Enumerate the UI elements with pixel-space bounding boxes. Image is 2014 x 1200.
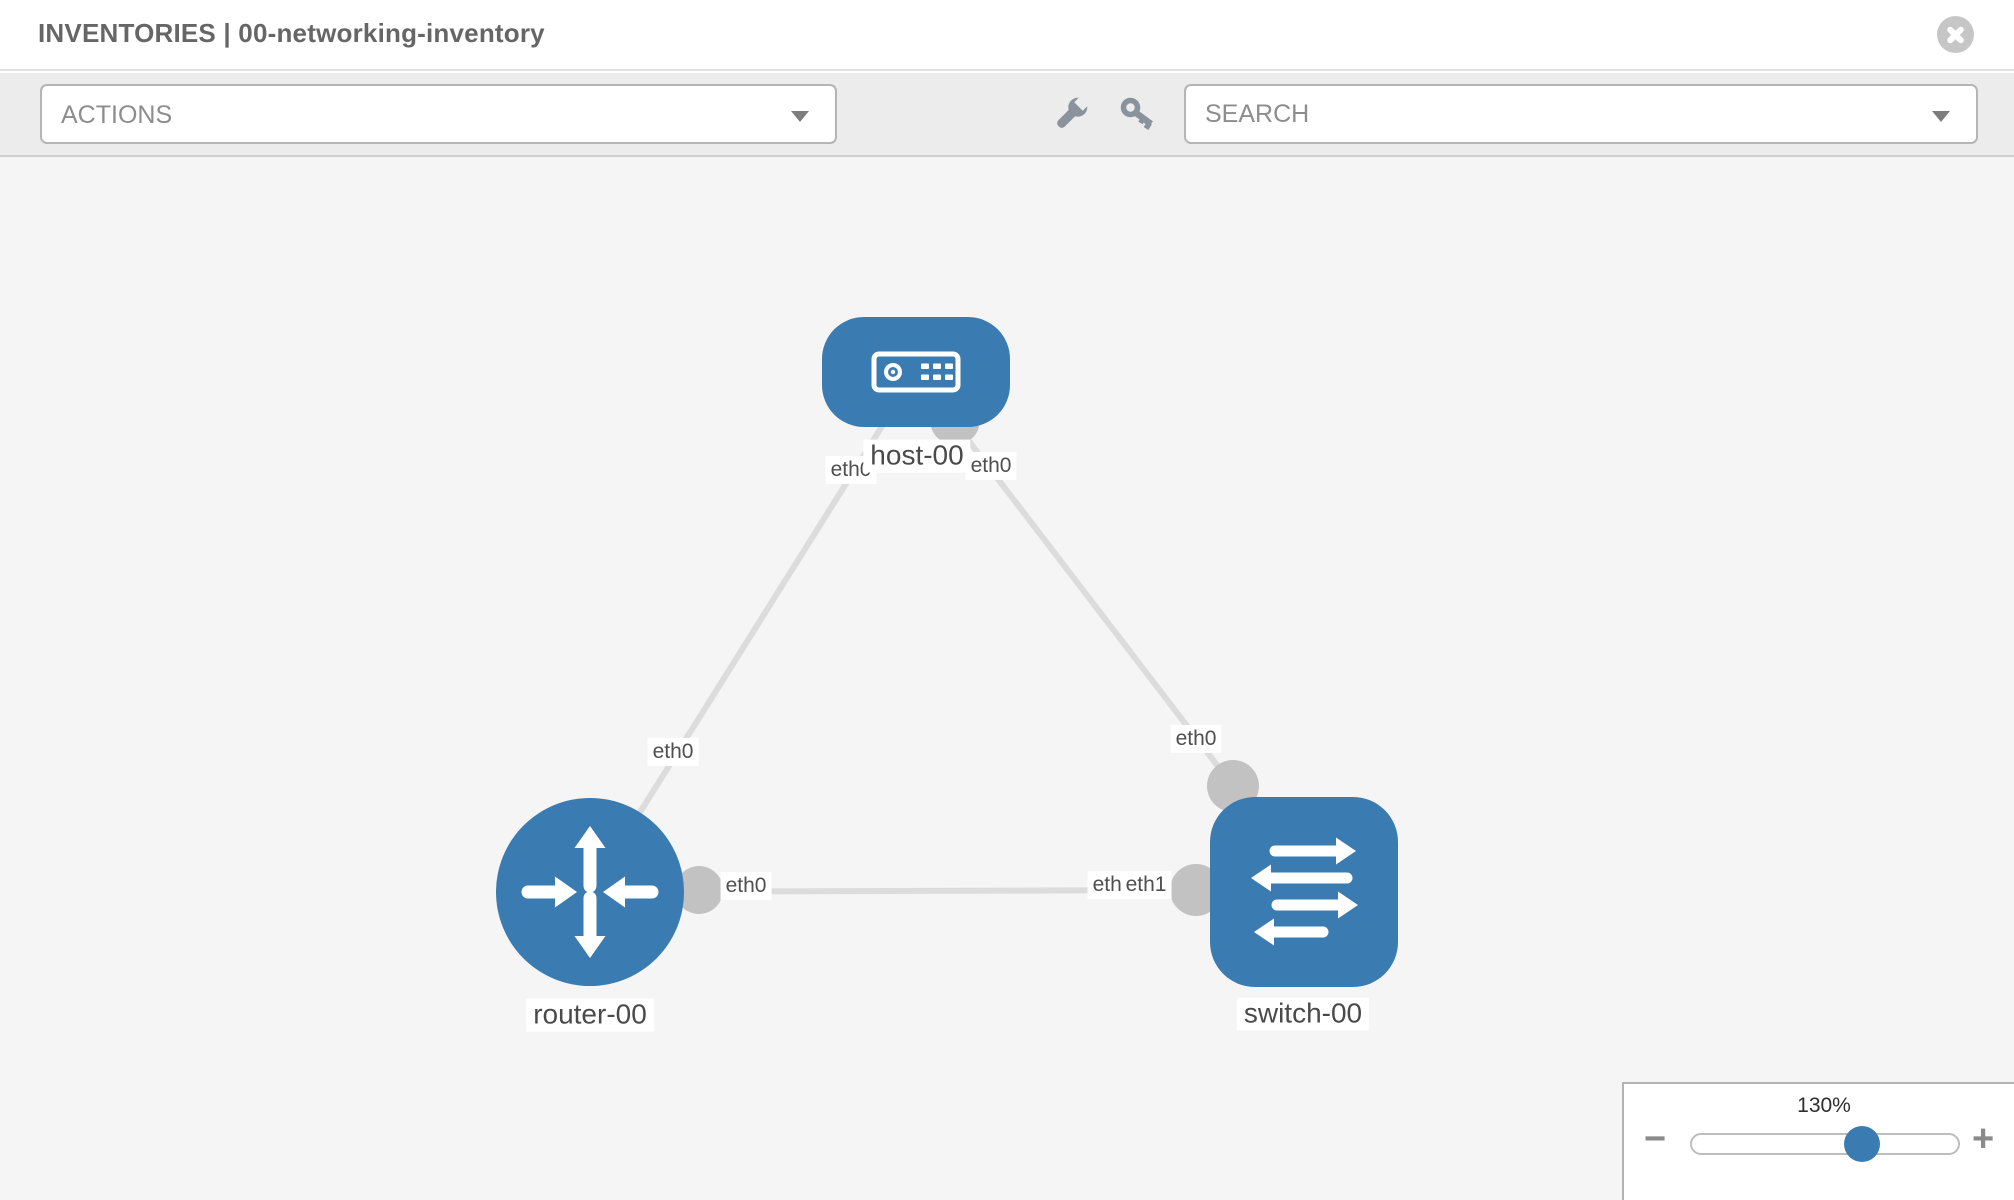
zoom-in-button[interactable]: + — [1972, 1118, 1995, 1160]
chevron-down-icon — [791, 111, 809, 122]
node-host-00[interactable] — [822, 317, 1010, 427]
zoom-slider-knob[interactable] — [1844, 1126, 1881, 1162]
zoom-control-panel: 130% − + — [1622, 1082, 2014, 1200]
search-input[interactable] — [1186, 86, 1976, 142]
zoom-slider-track[interactable] — [1690, 1126, 1960, 1162]
chevron-down-icon — [1932, 111, 1950, 122]
header: INVENTORIES | 00-networking-inventory — [0, 0, 2014, 71]
close-icon[interactable] — [1937, 16, 1974, 53]
actions-dropdown-label: ACTIONS — [61, 101, 173, 129]
router-icon — [521, 826, 659, 958]
interface-connector[interactable] — [675, 866, 723, 914]
zoom-level-value: 130% — [1797, 1094, 1851, 1117]
wrench-icon[interactable] — [1048, 93, 1092, 137]
search-dropdown[interactable] — [1184, 84, 1978, 144]
interface-connector[interactable] — [1170, 864, 1222, 916]
key-icon[interactable] — [1116, 93, 1160, 137]
page-title: INVENTORIES | 00-networking-inventory — [38, 18, 545, 48]
topology-svg — [496, 317, 1398, 987]
host-icon — [871, 351, 961, 393]
node-switch-00[interactable] — [1210, 797, 1398, 987]
actions-dropdown[interactable]: ACTIONS — [40, 84, 837, 144]
toolbar: ACTIONS — [0, 73, 2014, 157]
zoom-out-button[interactable]: − — [1644, 1118, 1667, 1160]
node-router-00[interactable] — [496, 798, 684, 986]
switch-icon — [1251, 837, 1358, 946]
